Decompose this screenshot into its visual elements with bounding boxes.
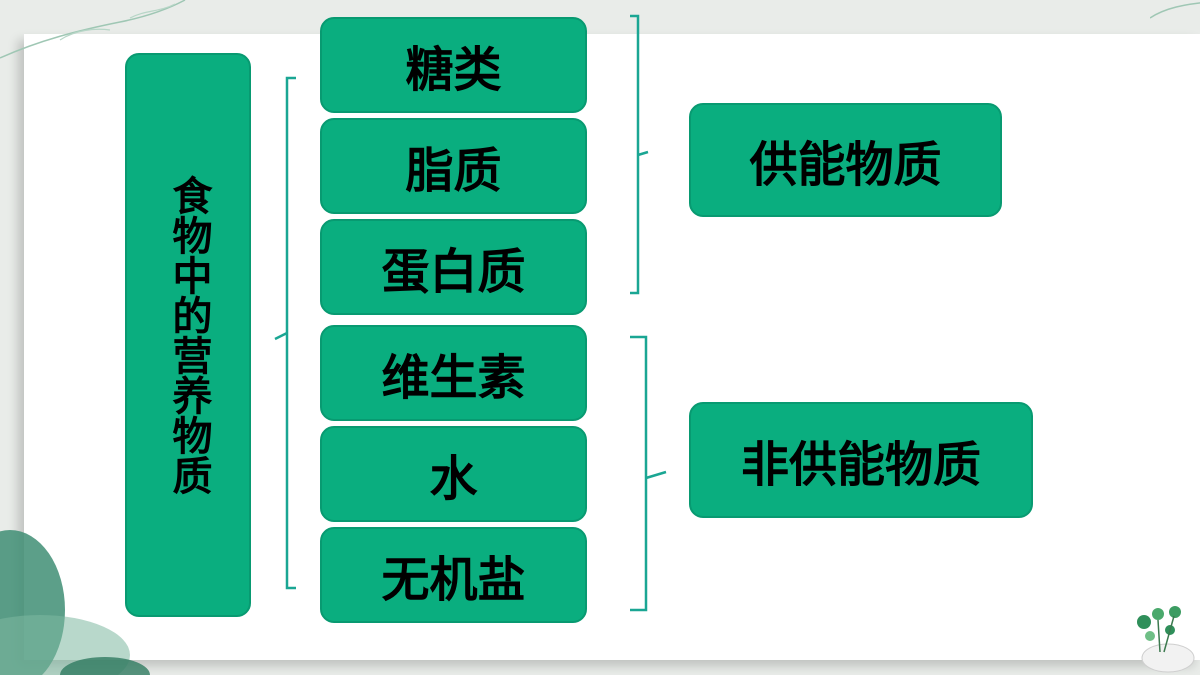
vine-top-right-decoration [1150,2,1200,19]
nutrient-label: 糖类 [405,42,502,98]
group-label-non-energy: 非供能物质 [740,437,981,493]
nutrient-box-water: 水 [320,426,587,522]
nutrient-label: 无机盐 [381,552,526,608]
left-bracket [274,76,296,590]
energy-bracket [630,14,649,295]
nutrient-label: 水 [429,451,478,507]
plant-bottom-right-decoration [1137,606,1195,673]
non-energy-bracket [630,335,667,612]
nutrient-label: 蛋白质 [381,244,526,300]
nutrient-label: 维生素 [381,350,526,406]
title-box: 食物中的营养物质 [125,53,251,617]
group-label-energy: 供能物质 [749,137,942,193]
title-text: 食物中的营养物质 [165,175,212,495]
group-box-non-energy: 非供能物质 [689,402,1033,518]
nutrient-label: 脂质 [405,143,502,199]
nutrient-box-lipid: 脂质 [320,118,587,214]
leaf-bottom-left-decoration [0,530,150,675]
nutrient-box-mineral: 无机盐 [320,527,587,623]
nutrient-box-protein: 蛋白质 [320,219,587,315]
vine-top-left-decoration [0,0,186,59]
nutrient-box-carbohydrate: 糖类 [320,17,587,113]
group-box-energy: 供能物质 [689,103,1002,217]
nutrient-box-vitamin: 维生素 [320,325,587,421]
